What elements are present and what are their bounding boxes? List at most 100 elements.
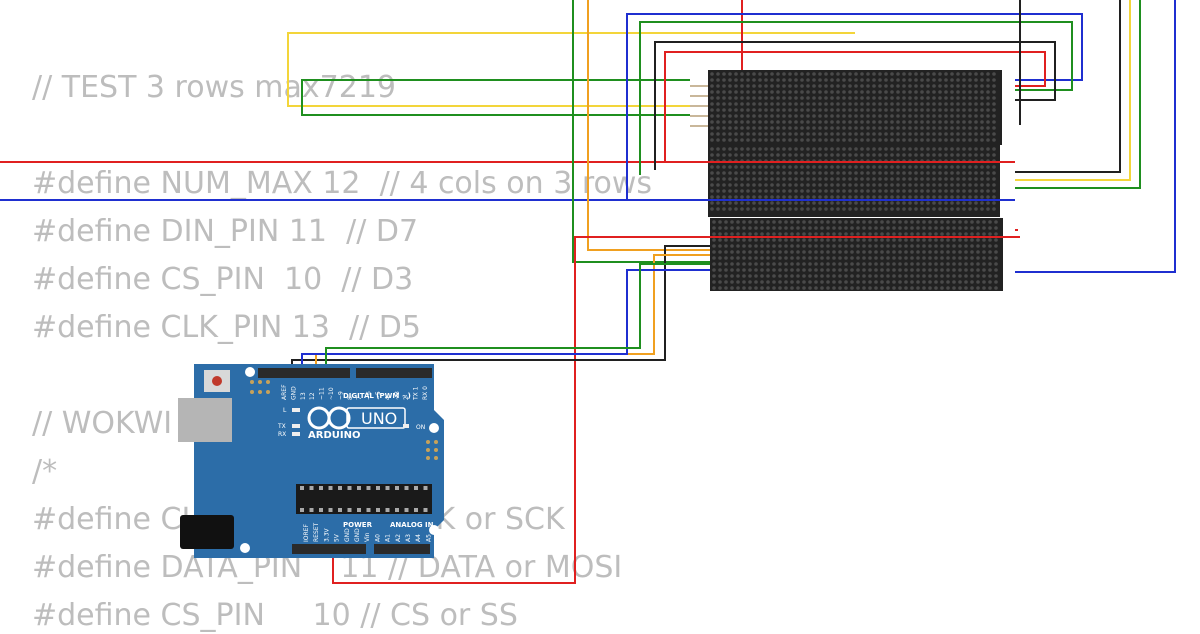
matrix-led: [740, 183, 744, 187]
matrix-led: [850, 256, 854, 260]
matrix-led: [814, 280, 818, 284]
matrix-led: [896, 195, 900, 199]
matrix-led: [766, 244, 770, 248]
matrix-led: [724, 286, 728, 290]
pin-label: 13: [300, 392, 307, 400]
matrix-led: [928, 274, 932, 278]
matrix-led: [848, 90, 852, 94]
matrix-led: [800, 120, 804, 124]
wire-yellow-right[interactable]: [1015, 0, 1131, 181]
matrix-led: [772, 274, 776, 278]
matrix-led: [730, 256, 734, 260]
wire-red-frame[interactable]: [664, 51, 1046, 162]
matrix-led: [968, 171, 972, 175]
matrix-led: [944, 138, 948, 142]
matrix-led: [808, 280, 812, 284]
matrix-row-1[interactable]: [708, 70, 1002, 145]
wire-blue-right[interactable]: [1015, 0, 1176, 273]
matrix-led: [932, 90, 936, 94]
matrix-led: [784, 280, 788, 284]
matrix-led: [842, 120, 846, 124]
matrix-led: [794, 72, 798, 76]
wire-green-frame[interactable]: [639, 21, 1073, 175]
matrix-led: [812, 195, 816, 199]
matrix-led: [970, 238, 974, 242]
matrix-led: [938, 189, 942, 193]
matrix-led: [772, 220, 776, 224]
matrix-led: [710, 147, 714, 151]
matrix-led: [752, 78, 756, 82]
matrix-led: [920, 183, 924, 187]
matrix-led: [956, 108, 960, 112]
matrix-led: [956, 78, 960, 82]
matrix-led: [922, 226, 926, 230]
matrix-led: [916, 220, 920, 224]
matrix-led: [842, 108, 846, 112]
wire-green-right[interactable]: [1015, 0, 1141, 189]
matrix-led: [770, 147, 774, 151]
matrix-led: [808, 226, 812, 230]
wire-yellow-top[interactable]: [287, 32, 855, 107]
matrix-led: [896, 78, 900, 82]
matrix-led: [896, 153, 900, 157]
matrix-led: [932, 132, 936, 136]
matrix-led: [740, 147, 744, 151]
matrix-led: [992, 195, 996, 199]
matrix-led: [958, 226, 962, 230]
matrix-led: [920, 114, 924, 118]
wire-blue-frame[interactable]: [626, 13, 1083, 200]
matrix-led: [712, 250, 716, 254]
matrix-led: [988, 232, 992, 236]
matrix-led: [890, 171, 894, 175]
matrix-3-dots: [712, 220, 998, 290]
pin-label: RESET: [313, 522, 320, 542]
matrix-row-2[interactable]: [708, 145, 1000, 217]
matrix-led: [820, 274, 824, 278]
reset-button-cap[interactable]: [212, 376, 222, 386]
matrix-led: [802, 268, 806, 272]
matrix-led: [724, 274, 728, 278]
matrix-led: [734, 102, 738, 106]
matrix-led: [914, 177, 918, 181]
matrix-led: [776, 138, 780, 142]
matrix-led: [868, 256, 872, 260]
matrix-led: [926, 183, 930, 187]
matrix-led: [770, 138, 774, 142]
wire-green-vertical[interactable]: [572, 0, 710, 263]
matrix-led: [974, 84, 978, 88]
matrix-led: [932, 207, 936, 211]
wire-green-top[interactable]: [301, 79, 690, 116]
matrix-led: [980, 102, 984, 106]
matrix-led: [874, 226, 878, 230]
matrix-led: [956, 177, 960, 181]
matrix-led: [974, 153, 978, 157]
matrix-row-3[interactable]: [710, 218, 1003, 291]
wire-black-row3[interactable]: [291, 245, 710, 375]
matrix-led: [746, 96, 750, 100]
matrix-led: [940, 238, 944, 242]
matrix-led: [854, 120, 858, 124]
wire-green-row3[interactable]: [325, 263, 710, 375]
arduino-uno-board[interactable]: ARDUINO UNO DIGITAL (PWM ~) ON POWER ANA…: [178, 364, 444, 558]
matrix-led: [718, 250, 722, 254]
matrix-led: [938, 165, 942, 169]
matrix-led: [874, 286, 878, 290]
matrix-led: [890, 108, 894, 112]
matrix-led: [854, 78, 858, 82]
matrix-led: [986, 165, 990, 169]
wire-black-right-2[interactable]: [1015, 0, 1121, 173]
wire-orange-row3[interactable]: [315, 254, 710, 375]
matrix-led: [896, 114, 900, 118]
matrix-led: [770, 108, 774, 112]
matrix-led: [950, 153, 954, 157]
wire-blue-row3[interactable]: [301, 269, 710, 375]
matrix-led: [956, 72, 960, 76]
wire-red-row3[interactable]: [332, 236, 1020, 584]
matrix-led: [764, 72, 768, 76]
wire-black-frame[interactable]: [654, 41, 1056, 170]
wire-orange-vertical[interactable]: [587, 0, 710, 251]
matrix-led: [916, 286, 920, 290]
matrix-led: [752, 132, 756, 136]
matrix-led: [896, 165, 900, 169]
matrix-led: [776, 153, 780, 157]
